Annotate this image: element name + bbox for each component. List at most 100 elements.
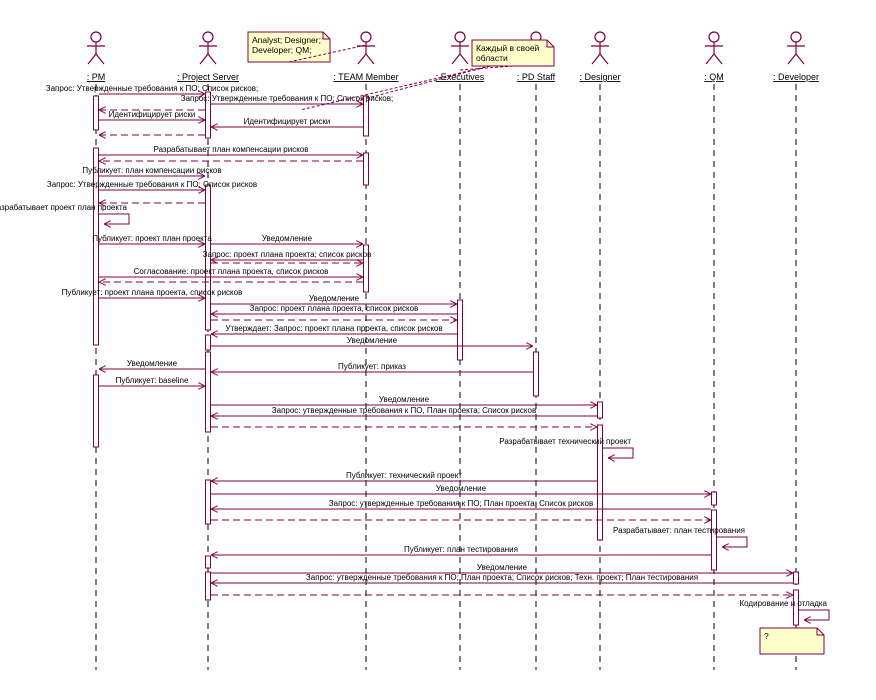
activation-ps [205, 184, 211, 331]
message-28: Запрос: утвержденные требования к ПО, Пл… [211, 406, 597, 416]
message-24: Публикует: приказ [211, 362, 533, 372]
message-26: Публикует: baseline [99, 376, 205, 386]
message-16: Согласование: проект плана проекта, спис… [99, 267, 363, 277]
message-label: Уведомление [379, 395, 430, 404]
actor-label: : QM [704, 72, 724, 82]
self-message-arrow [99, 213, 130, 224]
message-label: Согласование: проект плана проекта, спис… [134, 267, 329, 276]
note-text: Developer; QM; [252, 45, 312, 55]
actor-label: : Executives [436, 72, 485, 82]
message-label: Публикует: проект план проекта [92, 234, 212, 243]
activation-des [597, 401, 603, 419]
activation-team [363, 95, 369, 137]
message-0: Запрос: Утвержденные требования к ПО; Сп… [46, 84, 258, 94]
message-37: Уведомление [211, 563, 793, 573]
message-label: Запрос: проект плана проекта, список рис… [250, 304, 419, 313]
actor-exec: : Executives [436, 31, 485, 82]
actor-head-icon [90, 31, 102, 43]
activation-dev [793, 571, 799, 585]
message-12: Публикует: проект план проекта [92, 234, 212, 244]
message-30: Разрабатывает технический проект [499, 437, 634, 458]
message-4: Идентифицирует риски [211, 117, 363, 127]
message-35: Разрабатывает: план тестирования [613, 526, 748, 547]
activation-dev [793, 589, 799, 626]
actor-ps: : Project Server [177, 31, 239, 82]
message-label: Разрабатывает: план тестирования [613, 526, 745, 535]
message-31: Публикует: технический проект [211, 471, 597, 481]
actor-des: : Designer [579, 31, 621, 82]
note-text: Analyst; Designer; [252, 35, 321, 45]
activation-ps [205, 91, 211, 139]
activation-des [597, 424, 603, 541]
activation-pm [93, 147, 99, 346]
message-11: Разрабатывает проект план проекта [0, 203, 130, 224]
activation-qm [711, 491, 717, 506]
actor-head-icon [454, 31, 466, 43]
message-36: Публикует: план тестирования [211, 545, 711, 555]
message-19: Уведомление [211, 294, 457, 304]
message-20: Запрос: проект плана проекта, список рис… [211, 304, 457, 314]
note-text: области [476, 53, 508, 63]
activation-ps [205, 555, 211, 569]
activation-ps [205, 479, 211, 525]
note-text: ? [764, 631, 769, 641]
actor-label: : TEAM Member [333, 72, 398, 82]
message-1: Запрос: Утвержденные требования к ПО; Сп… [181, 94, 393, 104]
message-label: Запрос: проект плана проекта; список рис… [203, 250, 372, 259]
activation-ps [205, 571, 211, 601]
message-label: Запрос: утвержденные требования к ПО; Пл… [306, 573, 698, 582]
note-question: ? [759, 627, 825, 655]
actor-team: : TEAM Member [333, 31, 399, 82]
message-label: Запрос: утвержденные требования к ПО; Пл… [329, 499, 593, 508]
actor-qm: : QM [704, 31, 724, 82]
message-33: Запрос: утвержденные требования к ПО; Пл… [211, 499, 711, 509]
message-label: Уведомление [262, 234, 313, 243]
message-27: Уведомление [211, 395, 597, 405]
actor-dev: : Developer [773, 31, 819, 82]
actor-pm: : PM [87, 31, 106, 82]
actor-head-icon [790, 31, 802, 43]
activation-pm [93, 95, 99, 131]
actor-head-icon [360, 31, 372, 43]
activation-exec [457, 299, 463, 361]
message-8: Публикует: план компенсации рисков [82, 166, 222, 176]
message-label: Разрабатывает проект план проекта [0, 203, 128, 212]
message-label: Публикует: проект плана проекта, список … [62, 288, 243, 297]
message-label: Уведомление [347, 336, 398, 345]
actor-label: : Developer [773, 72, 819, 82]
message-38: Запрос: утвержденные требования к ПО; Пл… [211, 573, 793, 583]
actor-label: : PM [87, 72, 106, 82]
self-message-arrow [717, 536, 748, 547]
message-label: Кодирование и отладка [740, 599, 828, 608]
actor-head-icon [594, 31, 606, 43]
message-label: Запрос: Утвержденные требования к ПО; Сп… [46, 84, 258, 93]
note-team-roles: Analyst; Designer;Developer; QM; [247, 31, 367, 63]
actor-head-icon [202, 31, 214, 43]
message-32: Уведомление [211, 484, 711, 494]
message-label: Публикует: baseline [116, 376, 189, 385]
message-label: Уведомление [127, 359, 178, 368]
activation-pd [533, 351, 539, 397]
activation-pm [93, 374, 99, 448]
note-anchor-line [359, 65, 491, 101]
activation-ps [205, 351, 211, 433]
message-13: Уведомление [211, 234, 363, 244]
message-25: Уведомление [99, 359, 205, 369]
message-label: Разрабатывает план компенсации рисков [154, 145, 309, 154]
message-9: Запрос: Утвержденные требования к ПО; Сп… [47, 180, 257, 190]
actor-head-icon [708, 31, 720, 43]
message-3: Идентифицирует риски [99, 110, 205, 120]
message-40: Кодирование и отладка [740, 599, 830, 620]
message-label: Идентифицирует риски [109, 110, 196, 119]
message-label: Уведомление [309, 294, 360, 303]
message-22: Утверждает: Запрос: проект плана проекта… [211, 324, 457, 334]
actor-label: : Project Server [177, 72, 239, 82]
message-label: Уведомление [477, 563, 528, 572]
message-label: Публикует: технический проект [346, 471, 462, 480]
message-label: Публикует: приказ [338, 362, 406, 371]
message-label: Утверждает: Запрос: проект плана проекта… [225, 324, 442, 333]
activation-qm [711, 509, 717, 571]
message-label: Запрос: Утвержденные требования к ПО; Сп… [47, 180, 257, 189]
actor-label: : Designer [579, 72, 620, 82]
